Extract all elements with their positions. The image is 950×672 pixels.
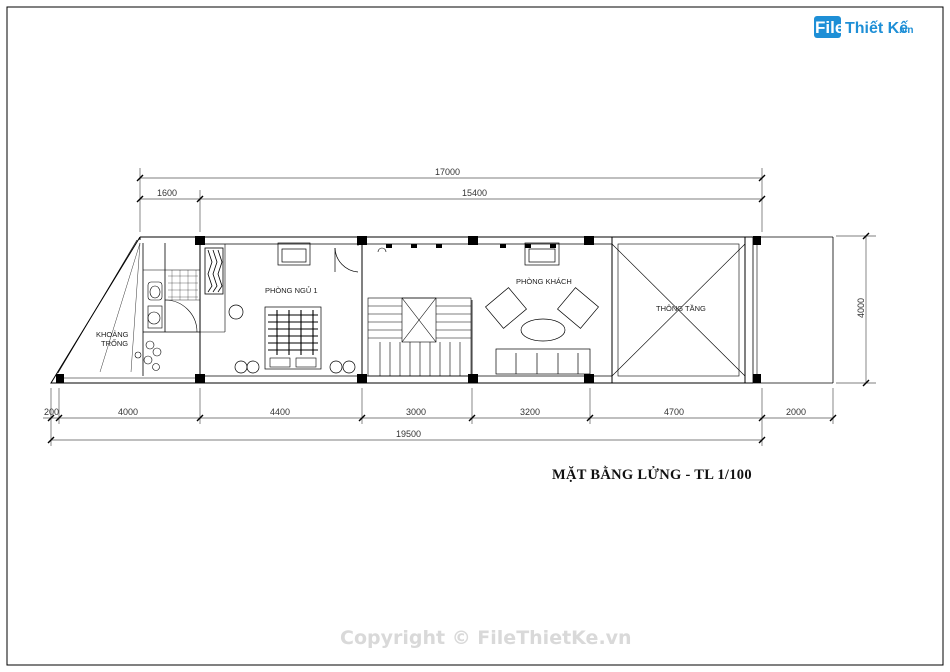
bottom-dimension-ticks [47, 414, 837, 444]
bedroom-furniture [228, 242, 359, 374]
dim-bottom-overall: 19500 [396, 429, 421, 439]
dim-bottom-2: 4000 [118, 407, 138, 417]
dim-bottom-6: 4700 [664, 407, 684, 417]
dim-top-right: 15400 [462, 188, 487, 198]
wardrobe [204, 247, 224, 295]
columns [56, 236, 761, 383]
bed-pattern [268, 310, 318, 355]
top-dimension-ticks [136, 174, 766, 203]
dim-bottom-7: 2000 [786, 407, 806, 417]
bathroom-tiles [168, 270, 198, 300]
staircase [367, 247, 472, 377]
bathroom-fixtures [134, 281, 198, 371]
living-furniture [485, 242, 599, 375]
room-label-bedroom: PHÒNG NGỦ 1 [265, 286, 318, 295]
logo-suffix-text: .vn [899, 25, 913, 36]
logo-file-badge [814, 16, 841, 38]
dim-side: 4000 [856, 298, 866, 318]
dim-top-overall: 17000 [435, 167, 460, 177]
dim-bottom-4: 3000 [406, 407, 426, 417]
room-label-living: PHÒNG KHÁCH [516, 277, 572, 286]
logo-file-text: File [815, 18, 844, 37]
dim-bottom-5: 3200 [520, 407, 540, 417]
sheet-border [6, 6, 944, 666]
dim-bottom-3: 4400 [270, 407, 290, 417]
plan-walls [50, 236, 834, 384]
logo-name-text: Thiết Kế [845, 20, 908, 37]
dim-top-left: 1600 [157, 188, 177, 198]
room-label-void: THÔNG TẦNG [656, 303, 706, 313]
room-label-open-space-1: KHOẢNG [96, 330, 129, 339]
bottom-dimensions [43, 388, 834, 446]
void-area [611, 243, 746, 377]
side-dimension [836, 235, 876, 384]
room-label-open-space-2: TRỐNG [101, 338, 128, 348]
windows-top [386, 244, 556, 248]
bed-pillows [269, 357, 317, 368]
top-dimensions [139, 168, 763, 232]
site-logo: File Thiết Kế .vn [814, 16, 913, 38]
drawing-title: MẶT BẰNG LỬNG - TL 1/100 [552, 466, 752, 483]
dim-bottom-1: 200 [44, 407, 59, 417]
copyright-watermark: Copyright © FileThietKe.vn [340, 627, 632, 649]
